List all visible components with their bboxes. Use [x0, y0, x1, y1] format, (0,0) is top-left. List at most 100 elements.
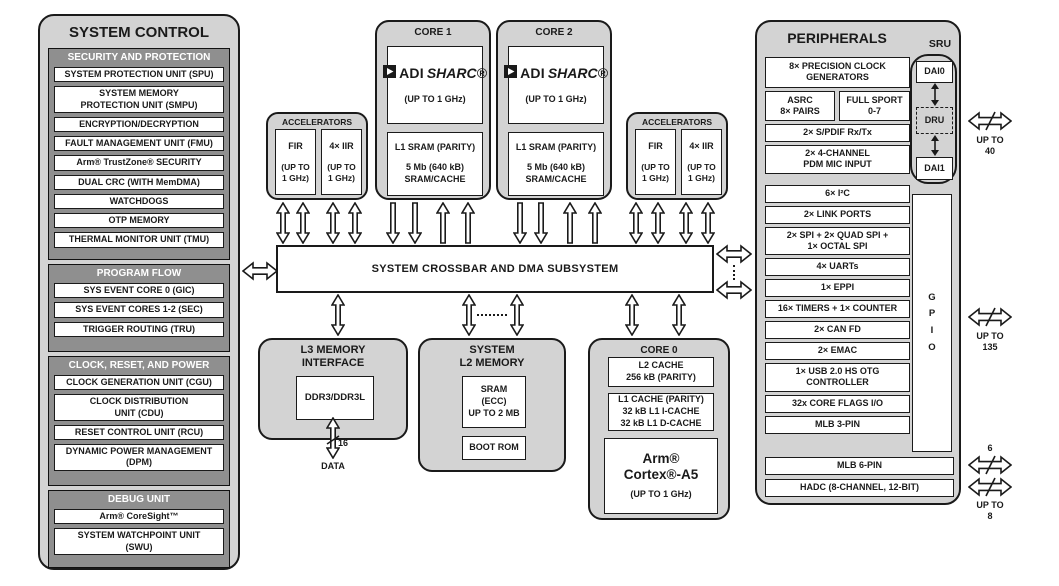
core1-brand: ADI SHARC® — [383, 64, 487, 82]
iir-freq: (UP TO 1 GHz) — [687, 162, 716, 183]
fir-freq: (UP TO 1 GHz) — [641, 162, 670, 183]
security-section: SECURITY AND PROTECTION SYSTEM PROTECTIO… — [48, 48, 230, 260]
peripheral-box: 2× EMAC — [765, 342, 910, 360]
debug-header: DEBUG UNIT — [107, 494, 171, 505]
core1-l1-sram-box: L1 SRAM (PARITY) 5 Mb (640 kB) SRAM/CACH… — [387, 132, 483, 196]
bus-arrow — [672, 294, 686, 336]
bus-arrow — [436, 202, 450, 244]
audio-group: 8× PRECISION CLOCK GENERATORS ASRC 8× PA… — [765, 57, 910, 121]
unit-box: TRIGGER ROUTING (TRU) — [54, 321, 224, 337]
bus-arrow — [679, 202, 693, 244]
dai1-box: DAI1 — [916, 157, 953, 180]
up-to-40-label: UP TO 40 — [976, 135, 1004, 156]
core2-brand: ADI SHARC® — [504, 64, 608, 82]
boot-rom-box: BOOT ROM — [462, 436, 526, 460]
bus-arrow — [513, 202, 527, 244]
peripheral-box: 1× EPPI — [765, 279, 910, 297]
up-to-135-label: UP TO 135 — [976, 331, 1004, 352]
program-flow-items: SYS EVENT CORE 0 (GIC)SYS EVENT CORES 1-… — [54, 283, 224, 337]
dru-box: DRU — [916, 107, 953, 134]
clock-generators-box: 8× PRECISION CLOCK GENERATORS — [765, 57, 910, 88]
accelerators-left-units: FIR (UP TO 1 GHz) 4× IIR (UP TO 1 GHz) — [275, 129, 362, 195]
bus-arrow — [510, 294, 524, 336]
peripheral-box: 2× 4-CHANNEL PDM MIC INPUT — [765, 145, 910, 174]
adi-logo-icon — [504, 64, 518, 82]
bus-arrow — [326, 202, 340, 244]
peripherals-left-column: 8× PRECISION CLOCK GENERATORS ASRC 8× PA… — [765, 57, 910, 434]
core0-freq: (UP TO 1 GHz) — [630, 489, 692, 500]
bus-arrow — [534, 202, 548, 244]
unit-box: Arm® TrustZone® SECURITY — [54, 155, 224, 171]
accelerators-right-units: FIR (UP TO 1 GHz) 4× IIR (UP TO 1 GHz) — [635, 129, 722, 195]
bus-arrow — [701, 202, 715, 244]
program-flow-section: PROGRAM FLOW SYS EVENT CORE 0 (GIC)SYS E… — [48, 264, 230, 352]
bus-arrow — [563, 202, 577, 244]
bus-arrow — [968, 307, 1012, 327]
peripheral-box: 2× LINK PORTS — [765, 205, 910, 224]
core1-block: CORE 1 ADI SHARC® (UP TO 1 GHz) L1 SRAM … — [375, 20, 491, 200]
core0-l2-cache-box: L2 CACHE 256 kB (PARITY) — [608, 357, 714, 387]
clock-reset-power-header: CLOCK, RESET, AND POWER — [68, 360, 210, 371]
sharc-wordmark: SHARC® — [547, 65, 608, 82]
adi-logo-icon — [383, 64, 397, 82]
asrc-sport-row: ASRC 8× PAIRS FULL SPORT 0-7 — [765, 90, 910, 121]
bus-arrow — [461, 202, 475, 244]
core0-title: CORE 0 — [640, 345, 678, 356]
asrc-box: ASRC 8× PAIRS — [765, 90, 835, 121]
unit-box: THERMAL MONITOR UNIT (TMU) — [54, 232, 224, 248]
l2-sram-box: SRAM (ECC) UP TO 2 MB — [462, 376, 526, 428]
core1-title: CORE 1 — [414, 27, 452, 38]
peripheral-box: 2× SPI + 2× QUAD SPI + 1× OCTAL SPI — [765, 226, 910, 255]
security-items: SYSTEM PROTECTION UNIT (SPU) SYSTEM MEMOR… — [54, 67, 224, 248]
unit-box: SYSTEM MEMORY PROTECTION UNIT (SMPU) — [54, 86, 224, 113]
unit-box: DYNAMIC POWER MANAGEMENT (DPM) — [54, 444, 224, 471]
bus-arrow — [242, 261, 278, 281]
accelerators-right-block: ACCELERATORS FIR (UP TO 1 GHz) 4× IIR (U… — [626, 112, 728, 200]
unit-box: CLOCK DISTRIBUTION UNIT (CDU) — [54, 394, 224, 421]
sru-block: DAI0 DRU DAI1 — [910, 54, 957, 184]
clock-reset-power-items: CLOCK GENERATION UNIT (CGU)CLOCK DISTRIB… — [54, 375, 224, 471]
iir-freq: (UP TO 1 GHz) — [327, 162, 356, 183]
fir-unit: FIR (UP TO 1 GHz) — [275, 129, 316, 195]
bus-arrow — [296, 202, 310, 244]
six-label: 6 — [987, 443, 993, 453]
peripheral-box: 32x CORE FLAGS I/O — [765, 394, 910, 413]
iir-label: 4× IIR — [689, 140, 714, 151]
unit-box: SYSTEM PROTECTION UNIT (SPU) — [54, 67, 224, 83]
iir-label: 4× IIR — [329, 140, 354, 151]
bus-arrow — [968, 455, 1012, 475]
system-crossbar: SYSTEM CROSSBAR AND DMA SUBSYSTEM — [276, 245, 714, 293]
bus-arrow — [716, 280, 752, 300]
dotted-connector — [733, 265, 735, 280]
peripherals-block: PERIPHERALS SRU 8× PRECISION CLOCK GENER… — [755, 20, 961, 505]
core2-title: CORE 2 — [535, 27, 573, 38]
accelerators-right-title: ACCELERATORS — [641, 117, 713, 127]
bus-arrow — [462, 294, 476, 336]
cortex-a5-box: Arm® Cortex®-A5 (UP TO 1 GHz) — [604, 438, 718, 514]
l2-memory-title: SYSTEM L2 MEMORY — [459, 344, 525, 369]
iir-unit: 4× IIR (UP TO 1 GHz) — [681, 129, 722, 195]
core2-l1-title: L1 SRAM (PARITY) — [515, 142, 597, 153]
peripherals-title: PERIPHERALS — [787, 30, 887, 46]
full-sport-box: FULL SPORT 0-7 — [839, 90, 910, 121]
core1-sharc-box: ADI SHARC® (UP TO 1 GHz) — [383, 46, 487, 124]
security-section-header: SECURITY AND PROTECTION — [67, 52, 211, 63]
core2-l1-sram-box: L1 SRAM (PARITY) 5 Mb (640 kB) SRAM/CACH… — [508, 132, 604, 196]
cortex-a5-label: Cortex®-A5 — [623, 466, 699, 482]
bus-arrow — [625, 294, 639, 336]
sru-arrow — [931, 135, 939, 156]
bus-arrow — [968, 111, 1012, 131]
crossbar-label: SYSTEM CROSSBAR AND DMA SUBSYSTEM — [371, 263, 619, 275]
core2-sharc-box: ADI SHARC® (UP TO 1 GHz) — [504, 46, 608, 124]
bus-arrow — [629, 202, 643, 244]
unit-box: SYS EVENT CORES 1-2 (SEC) — [54, 302, 224, 318]
core2-freq: (UP TO 1 GHz) — [525, 94, 587, 105]
peripheral-box: 16× TIMERS + 1× COUNTER — [765, 300, 910, 318]
bus-arrow — [651, 202, 665, 244]
core1-l1-detail: 5 Mb (640 kB) SRAM/CACHE — [404, 162, 466, 184]
